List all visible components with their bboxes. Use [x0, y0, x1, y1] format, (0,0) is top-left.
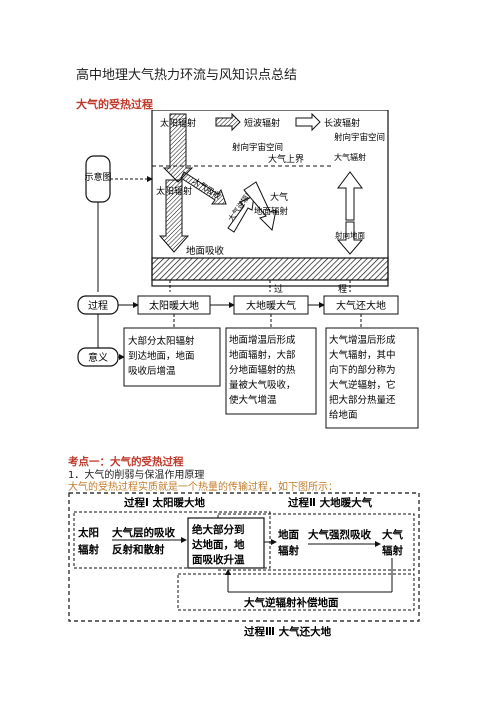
- process1-box: [73, 511, 271, 569]
- process1-label: 过程Ⅰ 太阳暖大地: [124, 496, 206, 509]
- to-ground-label: 射向地面: [335, 230, 365, 240]
- kaodian-heading: 考点一：大气的受热过程: [68, 456, 184, 468]
- meaning1-text: 大部分太阳辐射 到达地面，地面 吸收后增温: [128, 335, 198, 377]
- most-reach-text: 绝大部分到 达地面，地 面吸收升温: [192, 523, 248, 566]
- process-word-2: 程: [338, 284, 347, 295]
- meaning-label: 意义: [88, 351, 108, 364]
- strong-absorb-text: 大气强烈吸收: [308, 528, 371, 541]
- section-heading: 大气的受热过程: [76, 98, 153, 111]
- process3-label: 过程Ⅲ 大气还大地: [244, 625, 332, 638]
- meaning2-box: [225, 327, 317, 415]
- process-word: 过: [274, 283, 283, 295]
- step1-label: 太阳暖大地: [149, 299, 199, 312]
- outer-frame: [68, 492, 420, 622]
- solar-radiation-label: 太阳辐射: [160, 117, 196, 129]
- atmosphere-absorb-label: 大气吸收: [191, 175, 223, 201]
- heat-transfer-diagram: 过程Ⅰ 太阳暖大地 过程Ⅱ 大地暖大气 太阳 辐射 大气层的吸收 反射和散射 绝…: [68, 492, 420, 640]
- process2-label: 过程Ⅱ 大地暖大气: [288, 496, 373, 509]
- long-wave-legend-icon: [295, 112, 321, 132]
- long-wave-label: 长波辐射: [324, 117, 360, 129]
- counter-radiation-arrow-icon: [227, 195, 255, 233]
- meaning1-box: [123, 327, 221, 387]
- atmosphere-label: 大气: [270, 191, 288, 203]
- meaning3-box: [325, 327, 419, 429]
- solar-radiation-lower-arrow-icon: [158, 179, 190, 253]
- to-space-label-left: 射向宇宙空间: [232, 142, 283, 153]
- process3-box: [177, 573, 415, 611]
- counter-radiation-text: 大气逆辐射补偿地面: [244, 596, 339, 609]
- atmos-radiation-label: 大气辐射: [334, 152, 366, 162]
- atmosphere-top-label: 大气上界: [268, 153, 304, 165]
- schematic-label: 示意图: [84, 171, 111, 183]
- process-label: 过程: [88, 299, 108, 312]
- subheading: 1．大气的削弱与保温作用原理: [68, 470, 205, 481]
- solar-radiation-lower-label: 太阳辐射: [156, 185, 192, 197]
- step3-label: 大气还大地: [336, 299, 386, 312]
- short-wave-label: 短波辐射: [244, 117, 280, 129]
- atmos-radiation-text: 大气 辐射: [382, 528, 407, 557]
- heating-process-diagram: 太阳辐射 太阳辐射 短波辐射 长波辐射 射向宇宙空间 射向宇宙空间 大气上界 大…: [74, 109, 424, 452]
- intro-text: 大气的受热过程实质就是一个热量的传输过程，如下图所示：: [68, 482, 338, 493]
- sun-radiation-text: 太阳 辐射: [77, 526, 103, 556]
- page-title: 高中地理大气热力环流与风知识点总结: [76, 68, 298, 83]
- meaning3-text: 大气增温后形成 大气辐射，其中 向下的部分称为 大气逆辐射，它 把大部分热量还 …: [329, 334, 399, 421]
- step2-label: 大地暖大气: [246, 299, 296, 312]
- atmos-absorb-text: 大气层的吸收 反射和散射: [112, 526, 179, 556]
- atmosphere-absorb-arrow-icon: [180, 171, 227, 205]
- ground-radiation-text: 地面 辐射: [278, 528, 303, 557]
- atmos-radiation-up-arrow-icon: [337, 171, 363, 221]
- most-reach-box: [187, 517, 265, 569]
- ground-radiation-arrow-icon: [243, 181, 277, 232]
- ground-band: [151, 257, 389, 281]
- to-ground-arrow-icon: [336, 221, 364, 255]
- to-space-label-right: 射向宇宙空间: [334, 132, 385, 143]
- short-wave-legend-icon: [215, 112, 241, 132]
- ground-absorb-label: 地面吸收: [186, 245, 225, 257]
- ground-radiation-label: 地面辐射: [254, 206, 289, 217]
- meaning2-text: 地面增温后形成 地面辐射，大部 分地面辐射的热 量被大气吸收， 使大气增温: [229, 334, 299, 406]
